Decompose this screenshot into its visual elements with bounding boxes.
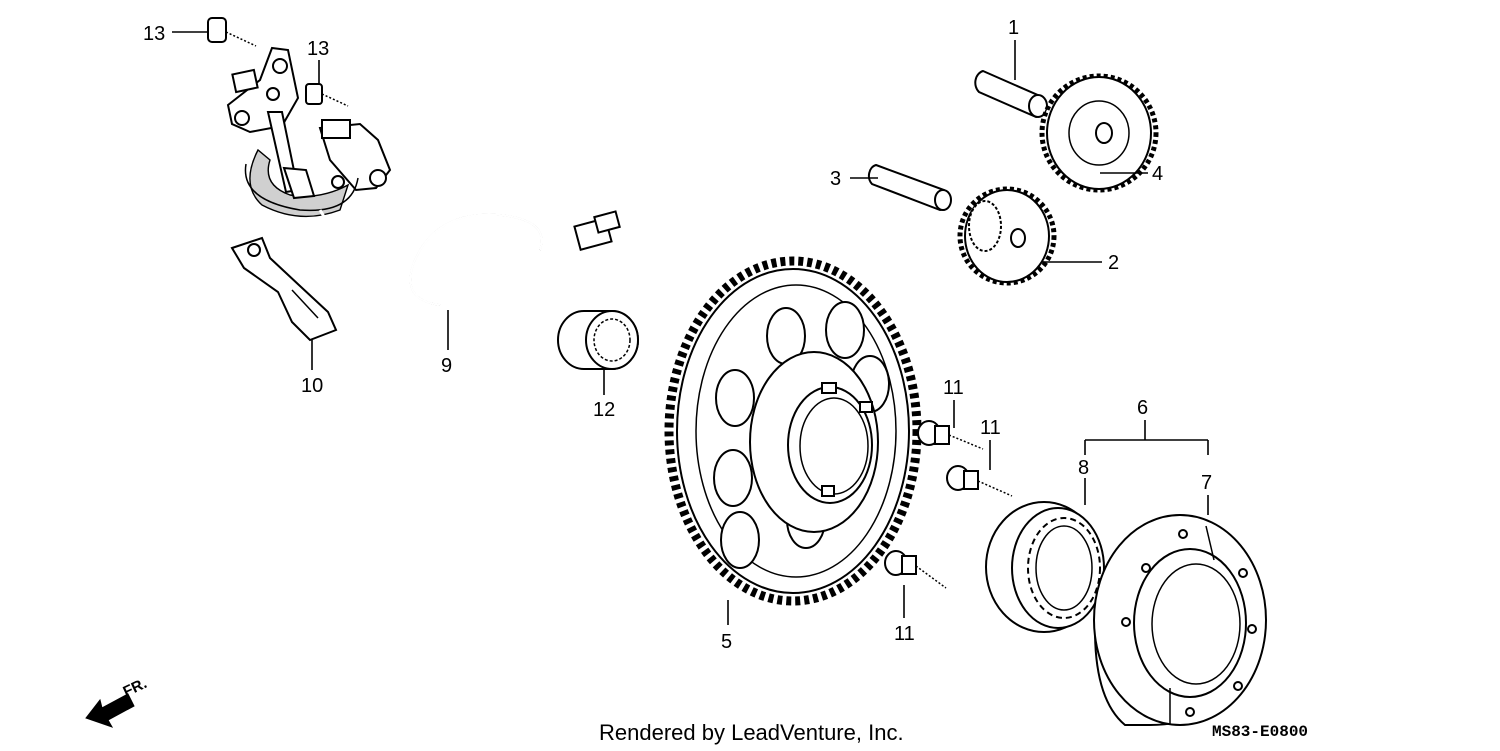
leader-lines [172, 31, 1209, 625]
part-4-reduction-gear[interactable] [1039, 73, 1159, 193]
callout-4: 4 [1152, 163, 1163, 185]
callout-11-middle: 11 [980, 417, 1001, 439]
part-2-idle-gear[interactable] [957, 186, 1057, 286]
callout-1: 1 [1008, 17, 1019, 39]
part-13-screw-upper[interactable] [207, 17, 257, 47]
part-11-bolt-middle[interactable] [946, 465, 1013, 497]
callout-11-upper: 11 [943, 377, 964, 399]
callout-5: 5 [721, 631, 732, 653]
callout-11-lower: 11 [894, 623, 915, 645]
part-11-bolt-lower[interactable] [884, 550, 947, 589]
direction-label: FR. [121, 675, 150, 701]
callout-8: 8 [1078, 457, 1089, 479]
part-12-needle-bearing[interactable] [557, 310, 639, 370]
callouts: 1 2 3 4 5 6 7 8 9 10 11 11 11 12 13 13 [143, 17, 1212, 653]
part-10-bracket-plate[interactable] [230, 236, 338, 342]
part-3-shaft[interactable] [868, 163, 952, 212]
callout-3: 3 [830, 168, 841, 190]
part-1-shaft[interactable] [974, 69, 1048, 119]
callout-9: 9 [441, 355, 452, 377]
part-9-wire-harness[interactable] [318, 209, 621, 308]
callout-13-upper: 13 [143, 23, 165, 45]
callout-12: 12 [593, 399, 615, 421]
diagram-code: MS83-E0800 [1212, 723, 1308, 741]
part-11-bolt-upper[interactable] [917, 420, 984, 450]
footer-credit: Rendered by LeadVenture, Inc. [599, 720, 904, 745]
front-arrow-icon: FR. [85, 675, 150, 728]
sensor-assembly[interactable] [226, 46, 392, 218]
part-5-driven-gear[interactable] [664, 256, 922, 606]
part-8-one-way-clutch[interactable] [985, 501, 1105, 633]
callout-2: 2 [1108, 252, 1119, 274]
callout-10: 10 [301, 375, 323, 397]
part-7-clutch-outer[interactable] [1093, 514, 1267, 726]
callout-6: 6 [1137, 397, 1148, 419]
callout-13-lower: 13 [307, 38, 329, 60]
part-13-screw-lower[interactable] [305, 83, 349, 107]
callout-7: 7 [1201, 472, 1212, 494]
